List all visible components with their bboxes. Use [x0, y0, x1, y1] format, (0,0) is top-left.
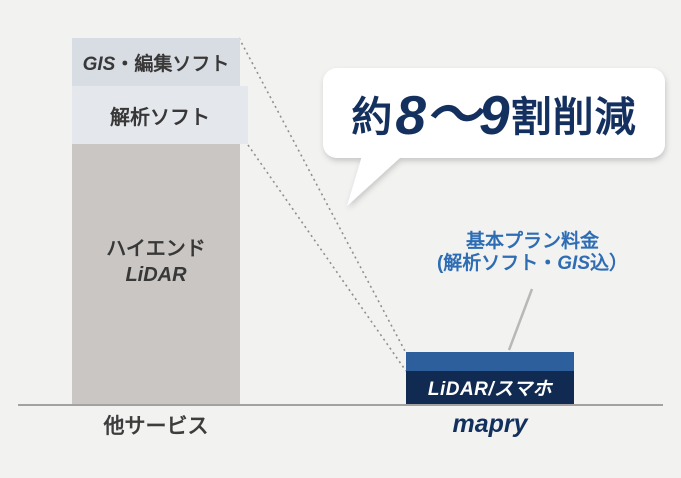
- category-label-mapry: mapry: [452, 410, 528, 438]
- annotation-line1: 基本プラン料金: [465, 231, 599, 252]
- bar-label: LiDAR/スマホ: [427, 379, 553, 400]
- segment-label-line2: LiDAR: [125, 264, 187, 286]
- bar-segment-lidar-smartphone: LiDAR/スマホ: [406, 371, 574, 404]
- annotation-connector-line: [507, 288, 534, 351]
- speech-bubble-tail: [347, 156, 402, 206]
- dotted-guide-line-top: [238, 37, 407, 354]
- x-axis-line: [18, 404, 663, 406]
- bar-segment-highend-lidar: ハイエンド LiDAR: [72, 144, 240, 404]
- annotation-line2-pre: (解析ソフト・: [436, 253, 558, 274]
- annotation-line2-gis-italic: GIS: [557, 253, 591, 274]
- annotation-line2-post: 込）: [590, 253, 629, 274]
- reduction-speech-bubble: 約 8〜9 割削減: [323, 68, 665, 158]
- dotted-guide-line-bottom: [247, 144, 407, 372]
- category-label-other-services: 他サービス: [103, 415, 209, 438]
- speech-bubble-shape: [323, 68, 665, 206]
- segment-label-gis-rest: ・編集ソフト: [115, 53, 230, 75]
- bubble-suffix: 割削減: [510, 94, 637, 140]
- bubble-range-number: 8〜9: [395, 84, 509, 146]
- segment-label: GIS・編集ソフト: [83, 49, 230, 76]
- plan-price-annotation: 基本プラン料金 (解析ソフト・GIS込）: [405, 231, 660, 275]
- speech-bubble-body: [323, 68, 665, 158]
- segment-label-line1: ハイエンド: [106, 238, 206, 260]
- segment-label-gis-italic: GIS: [82, 53, 116, 75]
- segment-label: 解析ソフト: [110, 106, 210, 129]
- bar-segment-gis-editing-software: GIS・編集ソフト: [72, 38, 240, 86]
- bar-segment-plan-band: [406, 352, 574, 371]
- bar-segment-analysis-software: 解析ソフト: [72, 86, 248, 144]
- annotation-line2: (解析ソフト・GIS込）: [405, 253, 660, 275]
- bubble-prefix: 約: [351, 94, 394, 140]
